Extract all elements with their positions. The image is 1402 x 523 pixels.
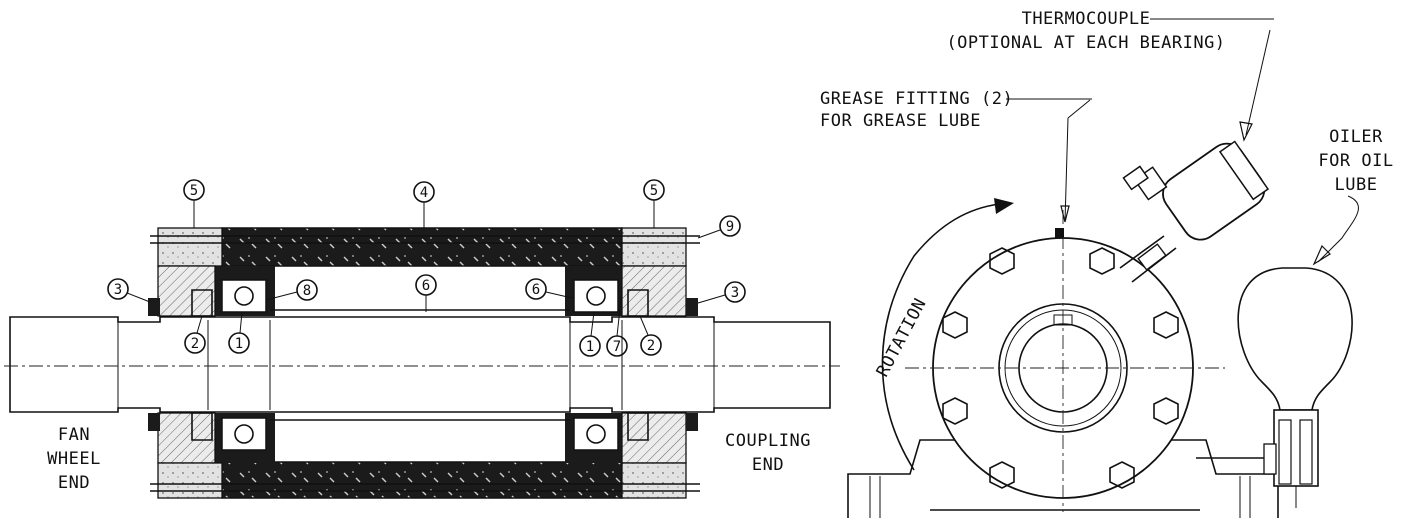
- svg-text:4: 4: [420, 185, 428, 201]
- callout-2-right: 2: [639, 315, 662, 356]
- svg-text:6: 6: [422, 278, 430, 294]
- svg-text:5: 5: [190, 183, 198, 199]
- right-housing: [621, 227, 698, 499]
- bolt-hex: [1153, 397, 1179, 425]
- svg-text:(OPTIONAL AT EACH BEARING): (OPTIONAL AT EACH BEARING): [946, 33, 1225, 53]
- end-view: ROTATION THERMOCOUPLE (OPTIONAL AT EACH …: [820, 9, 1393, 518]
- coupling-end-label: COUPLING END: [725, 431, 811, 475]
- bolt-hex: [1109, 461, 1135, 489]
- svg-text:3: 3: [731, 285, 739, 301]
- left-housing: [148, 227, 223, 499]
- tie-rods: [150, 235, 700, 492]
- svg-text:2: 2: [191, 336, 199, 352]
- rotation-arrow: [881, 198, 1014, 471]
- svg-text:FOR OIL: FOR OIL: [1318, 151, 1393, 171]
- callout-4: 4: [413, 181, 435, 230]
- svg-text:FOR GREASE LUBE: FOR GREASE LUBE: [820, 111, 981, 131]
- svg-text:2: 2: [647, 338, 655, 354]
- oiler-label: OILER FOR OIL LUBE: [1318, 127, 1393, 195]
- svg-text:3: 3: [114, 282, 122, 298]
- bearing-tube: [215, 227, 623, 499]
- section-view: 5 4 5 9 3 8 6: [4, 179, 840, 499]
- callout-7: 7: [606, 289, 628, 357]
- grease-fitting: [1055, 99, 1091, 238]
- svg-text:5: 5: [650, 183, 658, 199]
- svg-text:OILER: OILER: [1329, 127, 1383, 147]
- bearing-housing: [905, 210, 1225, 512]
- bolt-hex: [942, 397, 968, 425]
- callout-2-left: 2: [184, 315, 206, 354]
- bolt-hex: [1089, 247, 1115, 275]
- svg-text:COUPLING: COUPLING: [725, 431, 811, 451]
- callout-5-right: 5: [643, 179, 665, 228]
- grease-fitting-label: GREASE FITTING (2) FOR GREASE LUBE: [820, 89, 1092, 131]
- callout-3-left: 3: [107, 278, 151, 303]
- right-bearing: [573, 279, 619, 451]
- svg-text:END: END: [752, 455, 784, 475]
- callout-9: 9: [697, 215, 741, 239]
- svg-text:9: 9: [726, 219, 734, 235]
- callout-5-left: 5: [183, 179, 205, 228]
- thermocouple-label: THERMOCOUPLE (OPTIONAL AT EACH BEARING): [946, 9, 1274, 53]
- callout-3-right: 3: [697, 281, 746, 304]
- bolt-hex: [989, 247, 1015, 275]
- callout-6-shaft: 6: [415, 274, 437, 312]
- svg-text:1: 1: [235, 336, 243, 352]
- left-bearing: [221, 279, 267, 451]
- bolt-hex: [989, 461, 1015, 489]
- svg-text:1: 1: [586, 339, 594, 355]
- svg-text:END: END: [58, 473, 90, 493]
- svg-text:8: 8: [303, 283, 311, 299]
- callout-1-left: 1: [228, 311, 250, 354]
- svg-text:LUBE: LUBE: [1335, 175, 1378, 195]
- rotation-label: ROTATION: [873, 295, 931, 380]
- oiler: [1196, 195, 1359, 508]
- callout-6-right: 6: [525, 278, 573, 300]
- bolt-hex: [1153, 311, 1179, 339]
- svg-text:THERMOCOUPLE: THERMOCOUPLE: [1022, 9, 1151, 29]
- svg-text:6: 6: [532, 282, 540, 298]
- svg-text:ROTATION: ROTATION: [873, 295, 931, 380]
- svg-text:GREASE FITTING (2): GREASE FITTING (2): [820, 89, 1013, 109]
- fan-wheel-end-label: FAN WHEEL END: [47, 425, 101, 493]
- svg-text:FAN: FAN: [58, 425, 90, 445]
- callout-8: 8: [265, 279, 318, 301]
- shaft: [4, 316, 840, 413]
- svg-text:7: 7: [613, 339, 621, 355]
- callouts: 5 4 5 9 3 8 6: [107, 179, 746, 357]
- bolt-hex: [942, 311, 968, 339]
- svg-text:WHEEL: WHEEL: [47, 449, 101, 469]
- callout-1-right: 1: [579, 311, 601, 357]
- thermocouple-head: [1119, 29, 1271, 283]
